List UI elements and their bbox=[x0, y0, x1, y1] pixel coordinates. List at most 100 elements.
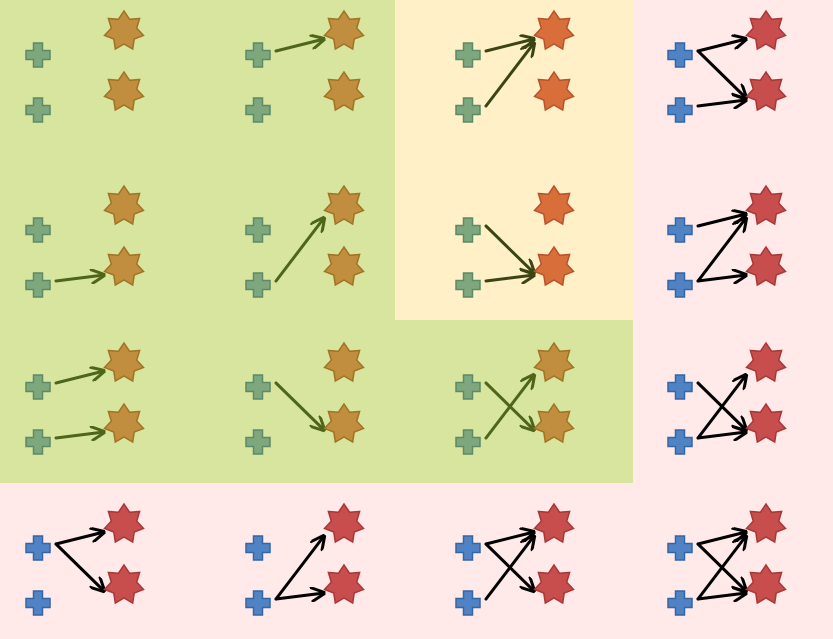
arrow-icon bbox=[696, 275, 746, 281]
arrow-icon bbox=[274, 39, 324, 53]
star-icon bbox=[745, 502, 787, 544]
cross-icon bbox=[667, 429, 693, 455]
cross-icon bbox=[245, 374, 271, 400]
panel-r1-c1 bbox=[245, 184, 365, 298]
panel-r3-c3 bbox=[667, 502, 787, 616]
arrow-icon bbox=[484, 43, 534, 108]
star-icon bbox=[745, 402, 787, 444]
star-icon bbox=[745, 563, 787, 605]
star-icon bbox=[323, 502, 365, 544]
star-icon bbox=[323, 341, 365, 383]
star-icon bbox=[103, 341, 145, 383]
cross-icon bbox=[245, 429, 271, 455]
arrow-icon bbox=[274, 381, 324, 430]
cross-icon bbox=[455, 217, 481, 243]
cross-icon bbox=[667, 42, 693, 68]
panel-r1-c2 bbox=[455, 184, 575, 298]
cross-icon bbox=[667, 590, 693, 616]
cross-icon bbox=[455, 97, 481, 123]
star-icon bbox=[323, 9, 365, 51]
star-icon bbox=[323, 402, 365, 444]
cross-icon bbox=[245, 590, 271, 616]
cross-icon bbox=[245, 272, 271, 298]
cross-icon bbox=[25, 272, 51, 298]
star-icon bbox=[533, 245, 575, 287]
panel-r0-c0 bbox=[25, 9, 145, 123]
panel-r2-c3 bbox=[667, 341, 787, 455]
arrow-icon bbox=[54, 371, 104, 385]
cross-icon bbox=[667, 217, 693, 243]
star-icon bbox=[323, 70, 365, 112]
cross-icon bbox=[25, 590, 51, 616]
star-icon bbox=[533, 563, 575, 605]
panel-r1-c0 bbox=[25, 184, 145, 298]
star-icon bbox=[103, 402, 145, 444]
arrow-icon bbox=[696, 39, 746, 53]
arrow-icon bbox=[274, 593, 324, 599]
star-icon bbox=[533, 502, 575, 544]
cross-icon bbox=[667, 272, 693, 298]
arrow-icon bbox=[274, 218, 324, 283]
star-icon bbox=[533, 341, 575, 383]
star-icon bbox=[103, 245, 145, 287]
arrow-icon bbox=[484, 275, 534, 281]
cross-icon bbox=[245, 42, 271, 68]
star-icon bbox=[533, 402, 575, 444]
cross-icon bbox=[25, 217, 51, 243]
cross-icon bbox=[25, 97, 51, 123]
arrow-icon bbox=[484, 224, 534, 273]
cross-icon bbox=[455, 590, 481, 616]
panel-grid bbox=[25, 9, 787, 616]
star-icon bbox=[533, 184, 575, 226]
cross-icon bbox=[667, 535, 693, 561]
arrow-icon bbox=[696, 49, 746, 98]
star-icon bbox=[323, 184, 365, 226]
region-yellow bbox=[395, 0, 633, 320]
panel-r0-c1 bbox=[245, 9, 365, 123]
panel-r0-c2 bbox=[455, 9, 575, 123]
cross-icon bbox=[455, 429, 481, 455]
arrow-icon bbox=[484, 375, 534, 440]
cross-icon bbox=[245, 97, 271, 123]
cross-icon bbox=[455, 374, 481, 400]
star-icon bbox=[103, 9, 145, 51]
star-icon bbox=[103, 502, 145, 544]
arrow-icon bbox=[484, 536, 534, 601]
panel-r3-c2 bbox=[455, 502, 575, 616]
cross-icon bbox=[455, 42, 481, 68]
star-icon bbox=[533, 70, 575, 112]
panel-r2-c0 bbox=[25, 341, 145, 455]
star-icon bbox=[103, 184, 145, 226]
cross-icon bbox=[25, 429, 51, 455]
arrow-icon bbox=[696, 100, 746, 106]
cross-icon bbox=[245, 217, 271, 243]
arrow-icon bbox=[696, 432, 746, 438]
star-icon bbox=[103, 70, 145, 112]
star-icon bbox=[533, 9, 575, 51]
panel-r2-c1 bbox=[245, 341, 365, 455]
arrow-icon bbox=[696, 218, 746, 283]
star-icon bbox=[745, 341, 787, 383]
star-icon bbox=[323, 563, 365, 605]
star-icon bbox=[745, 245, 787, 287]
panel-r3-c0 bbox=[25, 502, 145, 616]
arrow-icon bbox=[696, 375, 746, 440]
arrow-icon bbox=[54, 432, 104, 438]
panel-r0-c3 bbox=[667, 9, 787, 123]
panel-r1-c3 bbox=[667, 184, 787, 298]
arrow-icon bbox=[274, 536, 324, 601]
star-icon bbox=[745, 70, 787, 112]
arrow-icon bbox=[54, 532, 104, 546]
cross-icon bbox=[25, 535, 51, 561]
cross-icon bbox=[455, 272, 481, 298]
arrow-icon bbox=[696, 536, 746, 601]
panel-r2-c2 bbox=[455, 341, 575, 455]
star-icon bbox=[103, 563, 145, 605]
region-green bbox=[0, 0, 633, 483]
cross-icon bbox=[455, 535, 481, 561]
arrow-icon bbox=[696, 593, 746, 599]
arrow-icon bbox=[54, 542, 104, 591]
cross-icon bbox=[25, 42, 51, 68]
